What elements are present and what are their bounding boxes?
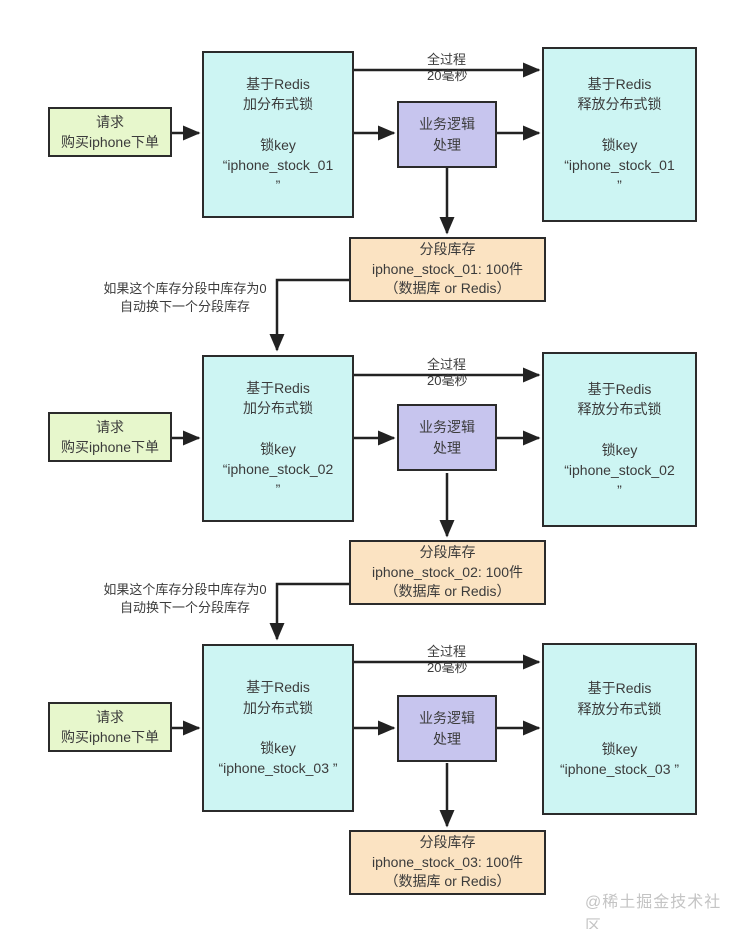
arrow-stock1-to-acquire-2 [269, 278, 349, 352]
release-lock-box-3: 基于Redis 释放分布式锁 锁key “iphone_stock_03 ” [542, 643, 697, 815]
duration-label-1: 全过程 20毫秒 [427, 52, 468, 83]
request-box-1: 请求 购买iphone下单 [48, 107, 172, 157]
duration-label-2: 全过程 20毫秒 [427, 357, 468, 388]
business-logic-box-2: 业务逻辑 处理 [397, 404, 497, 471]
request-box-3: 请求 购买iphone下单 [48, 702, 172, 752]
release-lock-box-1: 基于Redis 释放分布式锁 锁key “iphone_stock_01 ” [542, 47, 697, 222]
stock-segment-box-2: 分段库存 iphone_stock_02: 100件 （数据库 or Redis… [349, 540, 546, 605]
watermark: @稀土掘金技术社区 [585, 894, 722, 929]
acquire-lock-box-1: 基于Redis 加分布式锁 锁key “iphone_stock_01 ” [202, 51, 354, 218]
acquire-lock-box-2: 基于Redis 加分布式锁 锁key “iphone_stock_02 ” [202, 355, 354, 522]
fallback-note-1: 如果这个库存分段中库存为0 自动换下一个分段库存 [103, 281, 267, 314]
duration-label-3: 全过程 20毫秒 [427, 644, 468, 675]
release-lock-box-2: 基于Redis 释放分布式锁 锁key “iphone_stock_02 ” [542, 352, 697, 527]
fallback-note-2: 如果这个库存分段中库存为0 自动换下一个分段库存 [103, 582, 267, 615]
stock-segment-box-1: 分段库存 iphone_stock_01: 100件 （数据库 or Redis… [349, 237, 546, 302]
arrow-stock2-to-acquire-3 [269, 582, 349, 641]
request-box-2: 请求 购买iphone下单 [48, 412, 172, 462]
business-logic-box-3: 业务逻辑 处理 [397, 695, 497, 762]
acquire-lock-box-3: 基于Redis 加分布式锁 锁key “iphone_stock_03 ” [202, 644, 354, 812]
business-logic-box-1: 业务逻辑 处理 [397, 101, 497, 168]
stock-segment-box-3: 分段库存 iphone_stock_03: 100件 （数据库 or Redis… [349, 830, 546, 895]
